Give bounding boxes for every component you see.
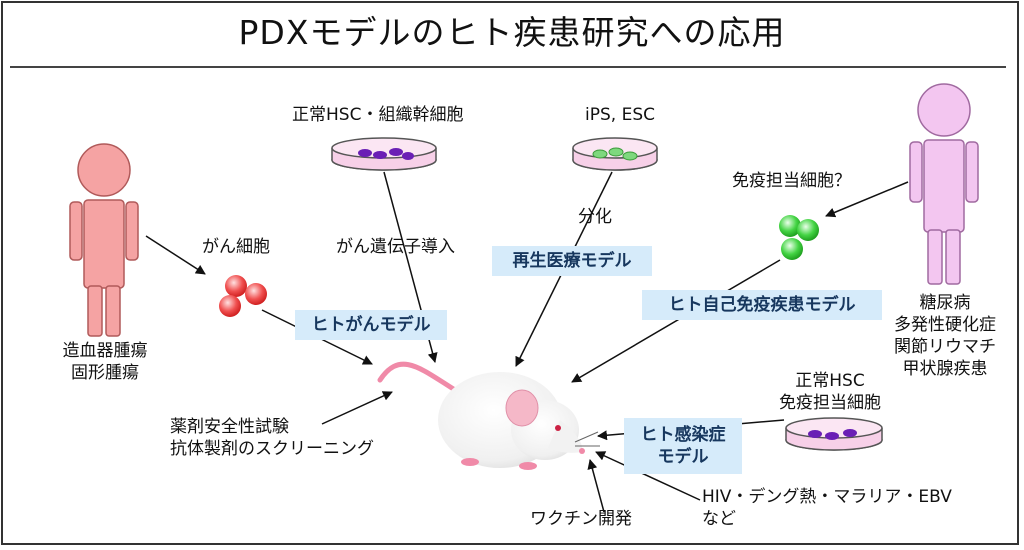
- left-person-icon: [69, 143, 139, 337]
- drug-screening-label: 薬剤安全性試験 抗体製剤のスクリーニング: [170, 416, 374, 460]
- arrow-patient2-to-cells: [825, 181, 909, 218]
- label-line: HIV・デング熱・マラリア・EBV: [702, 487, 952, 507]
- arrow-drug-to-mouse: [321, 391, 393, 425]
- autoimmune-model-box: ヒト自己免疫疾患モデル: [642, 290, 882, 320]
- arrow-vaccine-to-mouse: [587, 459, 605, 513]
- label-line: 免疫担当細胞: [779, 393, 881, 413]
- arrow-infection-to-mouse: [595, 451, 701, 501]
- right-person-icon: [909, 83, 979, 285]
- label-line: など: [702, 509, 736, 529]
- arrow-cells2-to-mouse: [571, 259, 781, 383]
- caption-line: 造血器腫瘍: [62, 341, 148, 361]
- arrow-patient-to-cells: [145, 235, 206, 275]
- mouse-icon: [377, 361, 600, 470]
- differentiation-label: 分化: [578, 207, 612, 227]
- petri-dish-immune-icon: [785, 417, 883, 451]
- infection-model-box: ヒト感染症 モデル: [624, 418, 742, 474]
- oncogene-transfer-label: がん遺伝子導入: [336, 237, 455, 257]
- caption-line: 甲状腺疾患: [902, 359, 988, 379]
- caption-line: 多発性硬化症: [894, 315, 996, 335]
- immune-cells-icon: [779, 215, 819, 260]
- ips-esc-label: iPS, ESC: [585, 105, 655, 125]
- caption-line: 糖尿病: [919, 293, 971, 313]
- title-divider: [10, 66, 1006, 68]
- normal-hsc-stem-label: 正常HSC・組織幹細胞: [292, 105, 464, 125]
- petri-dish-hsc-icon: [331, 137, 437, 171]
- label-line: 正常HSC: [795, 371, 865, 391]
- page-title: PDXモデルのヒト疾患研究への応用: [238, 13, 786, 52]
- caption-line: 関節リウマチ: [894, 337, 996, 357]
- label-line: 抗体製剤のスクリーニング: [170, 439, 374, 459]
- left-person-caption: 造血器腫瘍 固形腫瘍: [40, 340, 170, 384]
- cancer-cells-icon: [219, 275, 267, 317]
- vaccine-label: ワクチン開発: [530, 509, 632, 529]
- regenerative-model-box: 再生医療モデル: [492, 246, 652, 276]
- right-person-caption: 糖尿病 多発性硬化症 関節リウマチ 甲状腺疾患: [880, 292, 1010, 380]
- box-line: モデル: [657, 447, 709, 467]
- infections-label: HIV・デング熱・マラリア・EBV など: [702, 486, 952, 530]
- caption-line: 固形腫瘍: [71, 363, 139, 383]
- box-line: ヒト感染症: [640, 425, 726, 445]
- cancer-cells-label: がん細胞: [202, 237, 270, 257]
- normal-hsc-immune-label: 正常HSC 免疫担当細胞: [760, 370, 900, 414]
- label-line: 薬剤安全性試験: [170, 417, 289, 437]
- petri-dish-ips-icon: [572, 137, 658, 171]
- cancer-model-box: ヒトがんモデル: [295, 310, 447, 340]
- immune-cells-question-label: 免疫担当細胞？: [732, 171, 851, 191]
